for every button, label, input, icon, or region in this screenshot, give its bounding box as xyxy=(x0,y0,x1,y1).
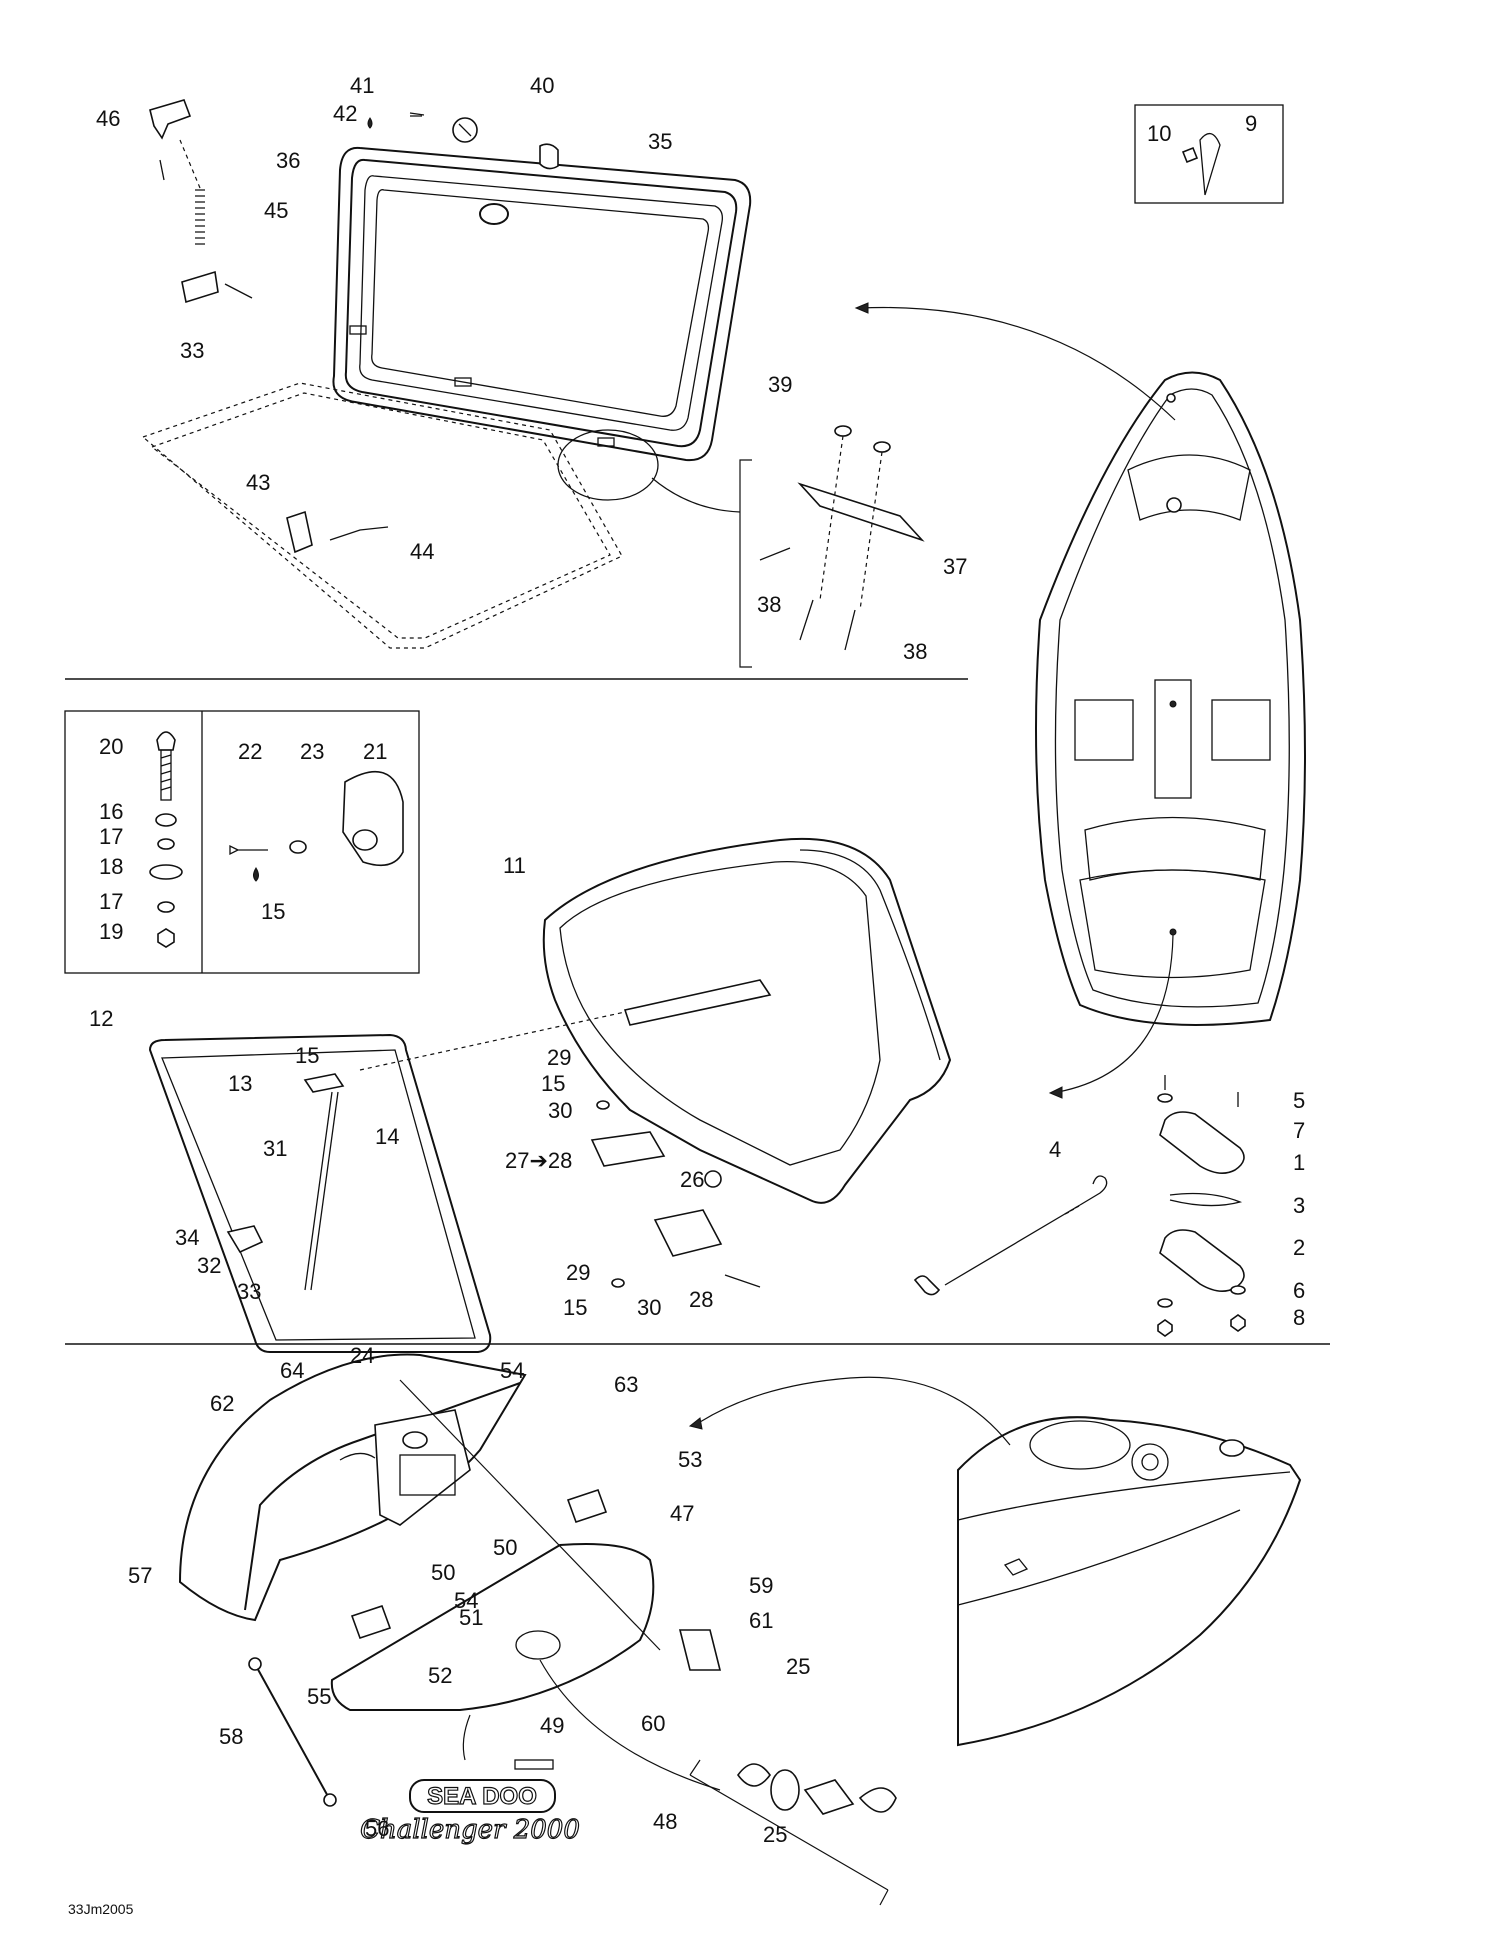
callout-c26: 26 xyxy=(680,1167,704,1192)
callout-c60: 60 xyxy=(641,1711,665,1736)
callout-c56: 56 xyxy=(365,1816,389,1841)
glovebox-assembly xyxy=(64,710,1246,1353)
callout-c6: 6 xyxy=(1293,1278,1305,1303)
callout-c57: 57 xyxy=(128,1563,152,1588)
callout-c27: 27➔28 xyxy=(505,1148,572,1173)
svg-text:SEA DOO: SEA DOO xyxy=(427,1783,537,1810)
callout-c14: 14 xyxy=(375,1124,399,1149)
callout-c45: 45 xyxy=(264,198,288,223)
callout-c29a: 29 xyxy=(547,1045,571,1070)
callout-c52: 52 xyxy=(428,1663,452,1688)
callout-c29b: 29 xyxy=(566,1260,590,1285)
callout-c49: 49 xyxy=(540,1713,564,1738)
callout-c18: 18 xyxy=(99,854,123,879)
callout-c50a: 50 xyxy=(493,1535,517,1560)
callout-c9: 9 xyxy=(1245,111,1257,136)
callout-c41: 41 xyxy=(350,73,374,98)
callout-c15d: 15 xyxy=(563,1295,587,1320)
callout-c19: 19 xyxy=(99,919,123,944)
callout-c2: 2 xyxy=(1293,1235,1305,1260)
callout-c4: 4 xyxy=(1049,1137,1061,1162)
callout-c34: 34 xyxy=(175,1225,199,1250)
callout-c58: 58 xyxy=(219,1724,243,1749)
callout-c61: 61 xyxy=(749,1608,773,1633)
callout-c42: 42 xyxy=(333,101,357,126)
callout-c1: 1 xyxy=(1293,1150,1305,1175)
callout-c13: 13 xyxy=(228,1071,252,1096)
callout-c46: 46 xyxy=(96,106,120,131)
callout-c8: 8 xyxy=(1293,1305,1305,1330)
callout-c32: 32 xyxy=(197,1253,221,1278)
storage-cover-assembly xyxy=(141,99,1284,668)
callout-c23: 23 xyxy=(300,739,324,764)
callout-c64: 64 xyxy=(280,1358,304,1383)
callout-c37: 37 xyxy=(943,554,967,579)
callout-c3: 3 xyxy=(1293,1193,1305,1218)
callout-c15a: 15 xyxy=(261,899,285,924)
callout-c51: 51 xyxy=(459,1605,483,1630)
callout-c21: 21 xyxy=(363,739,387,764)
callout-c44: 44 xyxy=(410,539,434,564)
callout-c20: 20 xyxy=(99,734,123,759)
callout-c30a: 30 xyxy=(548,1098,572,1123)
callout-c28: 28 xyxy=(689,1287,713,1312)
seadoo-logo: SEA DOO Challenger 2000 xyxy=(360,1779,580,1846)
boat-side-view xyxy=(957,1416,1302,1747)
callout-c33b: 33 xyxy=(237,1279,261,1304)
callout-c53: 53 xyxy=(678,1447,702,1472)
callout-c17a: 17 xyxy=(99,824,123,849)
callout-c15b: 15 xyxy=(295,1043,319,1068)
svg-text:Challenger 2000: Challenger 2000 xyxy=(360,1815,580,1845)
callout-c35: 35 xyxy=(648,129,672,154)
callout-c54a: 54 xyxy=(500,1358,524,1383)
callout-c11: 11 xyxy=(503,853,526,878)
callout-c25a: 25 xyxy=(786,1654,810,1679)
callout-c15c: 15 xyxy=(541,1071,565,1096)
callout-c48: 48 xyxy=(653,1809,677,1834)
callout-c5: 5 xyxy=(1293,1088,1305,1113)
callout-c39: 39 xyxy=(768,372,792,397)
callout-c33a: 33 xyxy=(180,338,204,363)
callout-c54b: 54 xyxy=(454,1588,478,1613)
callout-c17b: 17 xyxy=(99,889,123,914)
callout-c12: 12 xyxy=(89,1006,113,1031)
drawing-code: 33Jm2005 xyxy=(68,1901,134,1917)
callout-c62: 62 xyxy=(210,1391,234,1416)
callout-c7: 7 xyxy=(1293,1118,1305,1143)
callout-c43: 43 xyxy=(246,470,270,495)
callout-c40: 40 xyxy=(530,73,554,98)
callout-c30b: 30 xyxy=(637,1295,661,1320)
callout-c63: 63 xyxy=(614,1372,638,1397)
dash-storage-assembly xyxy=(178,1353,1011,1906)
callout-c24: 24 xyxy=(350,1343,374,1368)
callout-c55: 55 xyxy=(307,1684,331,1709)
callout-c10: 10 xyxy=(1147,121,1171,146)
callout-c38b: 38 xyxy=(903,639,927,664)
callout-c25b: 25 xyxy=(763,1822,787,1847)
callout-c36: 36 xyxy=(276,148,300,173)
boat-top-view xyxy=(1035,371,1306,1099)
callout-c31: 31 xyxy=(263,1136,287,1161)
callout-c16: 16 xyxy=(99,799,123,824)
callout-c38a: 38 xyxy=(757,592,781,617)
callout-c59: 59 xyxy=(749,1573,773,1598)
callout-c22: 22 xyxy=(238,739,262,764)
callout-c50b: 50 xyxy=(431,1560,455,1585)
callout-c47: 47 xyxy=(670,1501,694,1526)
